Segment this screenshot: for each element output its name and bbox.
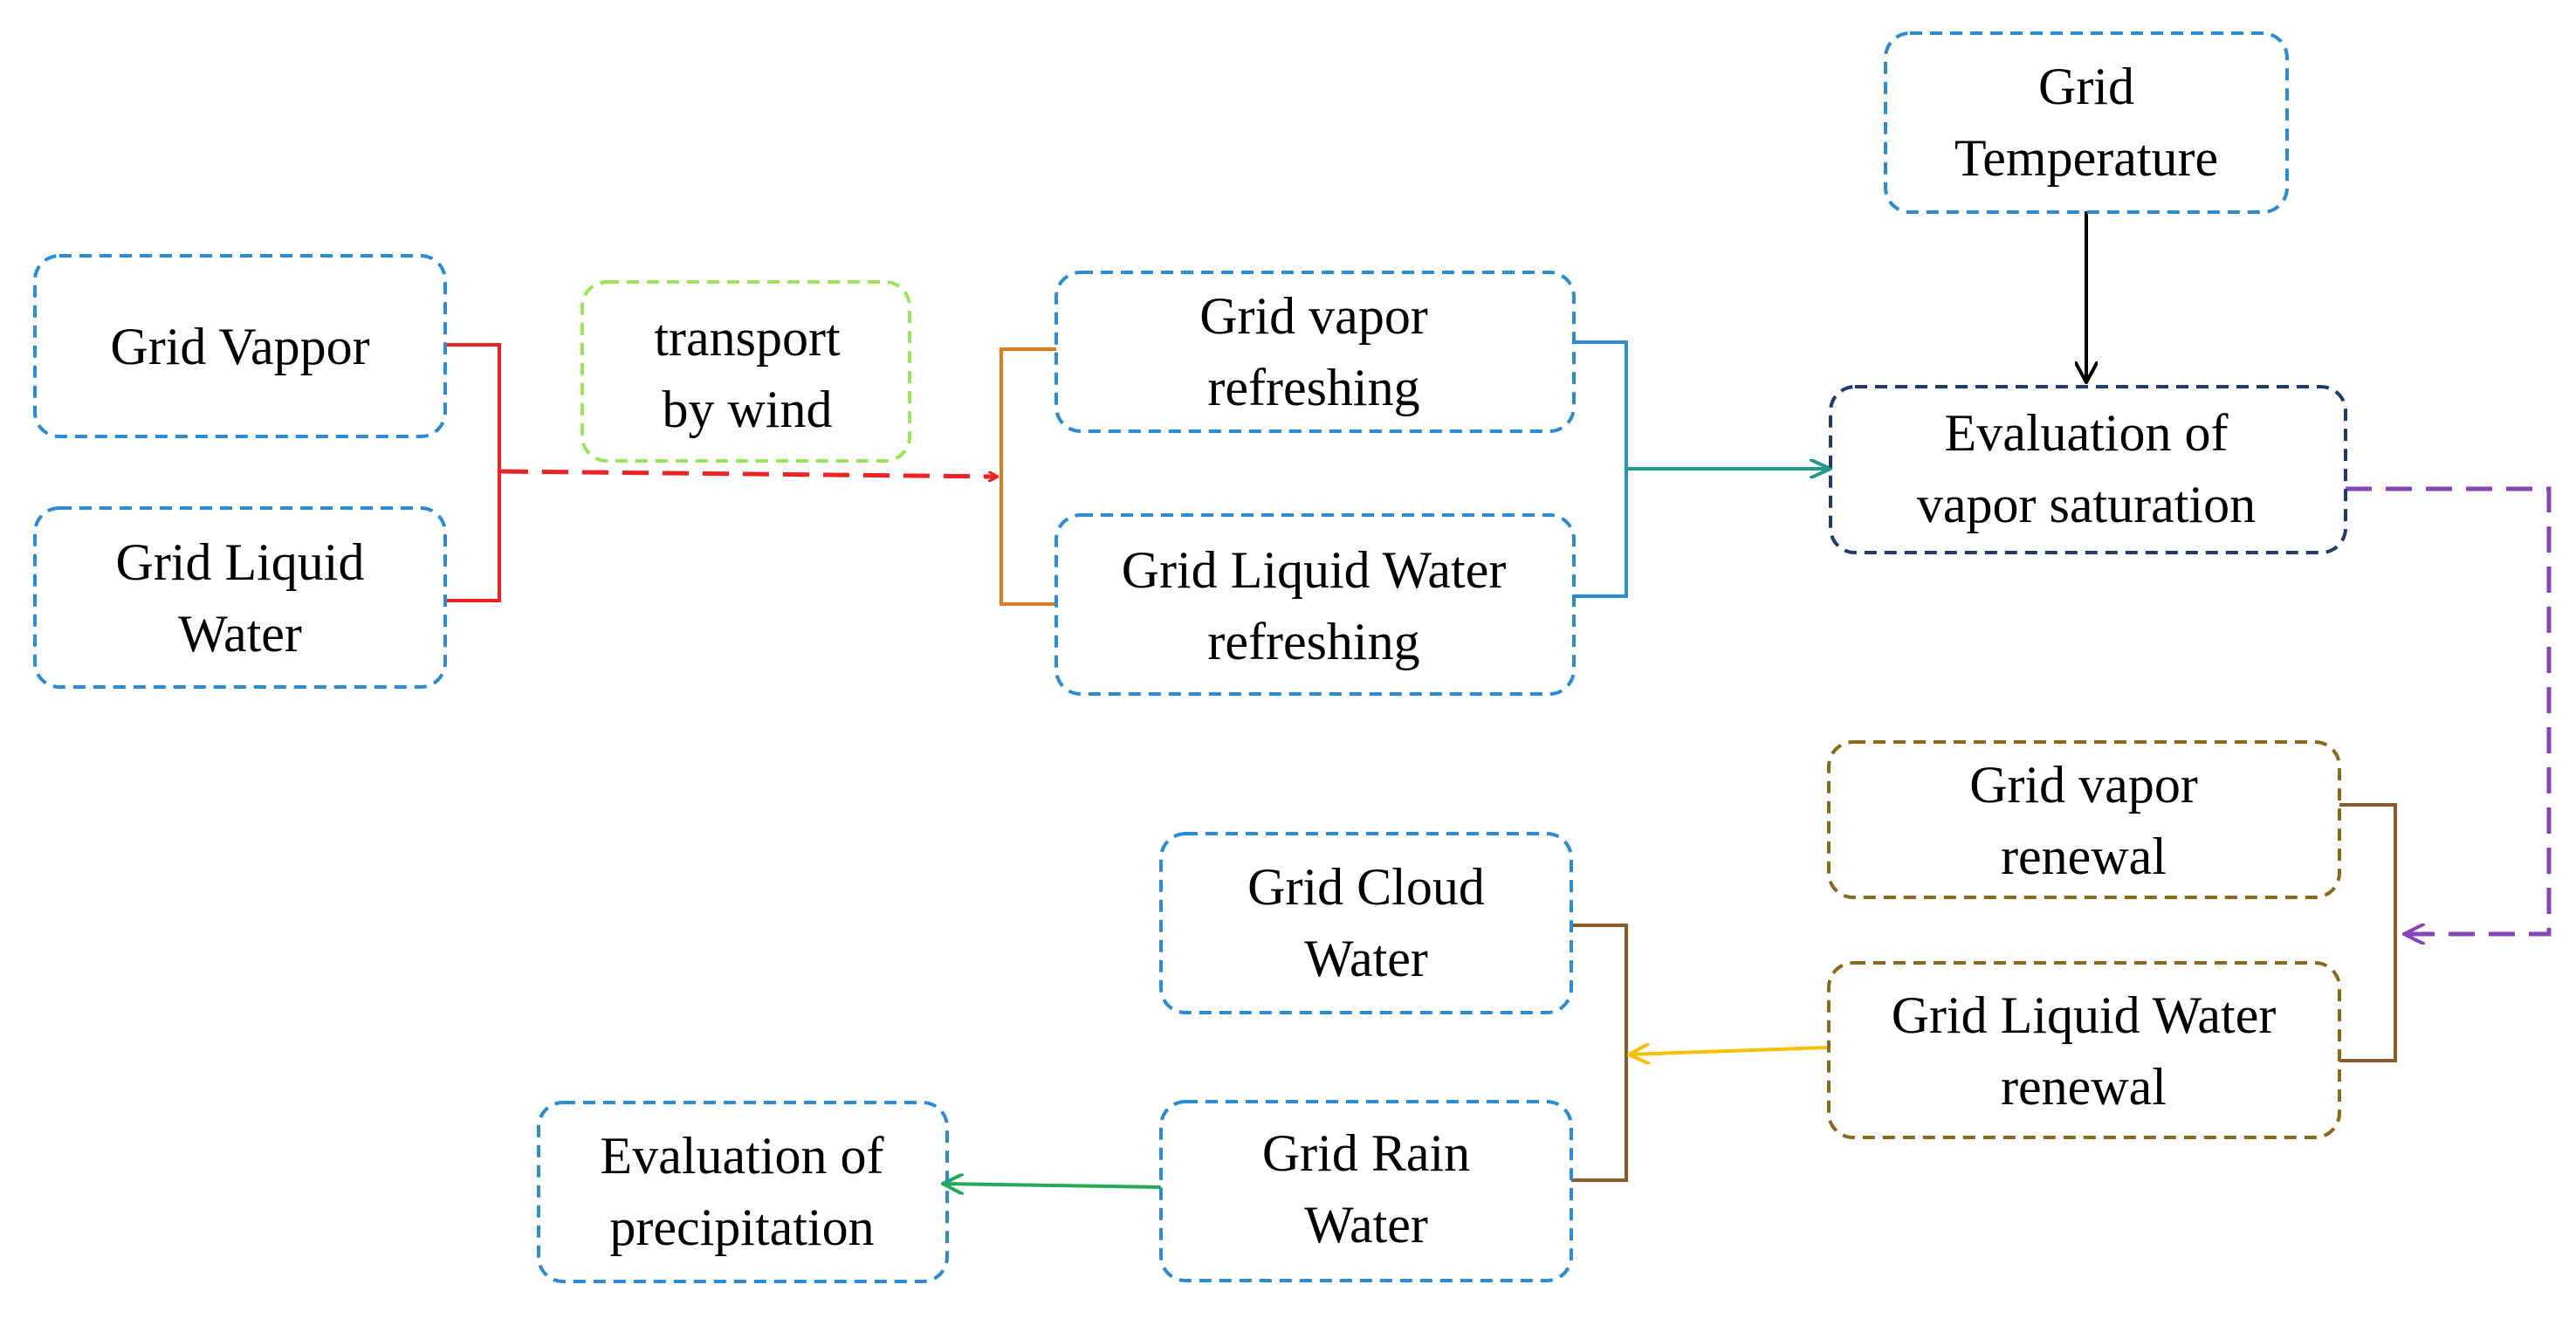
transport-arrow xyxy=(501,469,997,477)
node-label-line: Grid Cloud xyxy=(1247,858,1485,916)
saturation-to-renewal-arrow xyxy=(2346,486,2552,934)
node-label-line: Grid Liquid Water xyxy=(1892,986,2277,1044)
node-label-line: refreshing xyxy=(1207,613,1419,670)
node-grid-liquid-water-renewal: Grid Liquid Water renewal xyxy=(1827,961,2341,1139)
node-text: Grid Liquid Water renewal xyxy=(1892,986,2277,1116)
node-label-line: Water xyxy=(1304,930,1428,987)
node-evaluation-of-precipitation: Evaluation of precipitation xyxy=(537,1101,949,1283)
node-label-line: renewal xyxy=(2001,828,2167,885)
node-label-line: Grid Liquid xyxy=(116,533,365,591)
node-label-line: Water xyxy=(178,605,302,663)
node-evaluation-of-vapor-saturation: Evaluation of vapor saturation xyxy=(1829,385,2347,554)
node-label-line: transport xyxy=(654,309,841,367)
node-text: Evaluation of precipitation xyxy=(601,1127,884,1256)
node-grid-vapor-refreshing: Grid vapor refreshing xyxy=(1054,271,1576,433)
node-label-line: Evaluation of xyxy=(1945,404,2229,462)
node-grid-liquid-water-refreshing: Grid Liquid Water refreshing xyxy=(1054,513,1576,696)
cloud-rain-bracket xyxy=(1571,924,1628,1182)
rain-to-precipitation-arrow xyxy=(943,1184,1162,1187)
node-label-line: renewal xyxy=(2001,1058,2167,1116)
node-label-line: Temperature xyxy=(1954,129,2218,187)
node-text: transport by wind xyxy=(654,309,841,438)
inputs-bracket xyxy=(445,343,511,602)
node-transport-by-wind: transport by wind xyxy=(580,280,911,463)
node-text: Grid Liquid Water refreshing xyxy=(1122,541,1507,670)
refresh-left-bracket xyxy=(999,347,1056,606)
node-label-line: Water xyxy=(1304,1196,1428,1254)
node-label-line: refreshing xyxy=(1207,359,1419,416)
renewal-to-cloud-rain-arrow xyxy=(1629,1048,1828,1055)
node-label-line: Evaluation of xyxy=(601,1127,884,1185)
node-label-line: Grid Rain xyxy=(1262,1124,1470,1182)
node-text: Evaluation of vapor saturation xyxy=(1917,404,2256,533)
renewal-bracket xyxy=(2339,803,2397,1062)
node-label-line: precipitation xyxy=(609,1199,874,1256)
node-label-line: by wind xyxy=(663,381,833,438)
node-label-line: Grid Liquid Water xyxy=(1122,541,1507,599)
node-grid-vapor-renewal: Grid vapor renewal xyxy=(1827,740,2341,899)
node-label-line: Grid xyxy=(2038,58,2134,115)
node-label-line: vapor saturation xyxy=(1917,476,2256,533)
node-grid-vappor: Grid Vappor xyxy=(33,254,447,438)
node-label-line: Grid Vappor xyxy=(110,318,369,375)
node-label-line: Grid vapor xyxy=(1199,287,1428,345)
node-text: Grid Vappor xyxy=(110,318,369,375)
node-text: Grid vapor renewal xyxy=(1969,756,2198,885)
node-text: Grid vapor refreshing xyxy=(1199,287,1428,416)
refresh-right-bracket xyxy=(1574,340,1628,598)
node-label-line: Grid vapor xyxy=(1969,756,2198,814)
